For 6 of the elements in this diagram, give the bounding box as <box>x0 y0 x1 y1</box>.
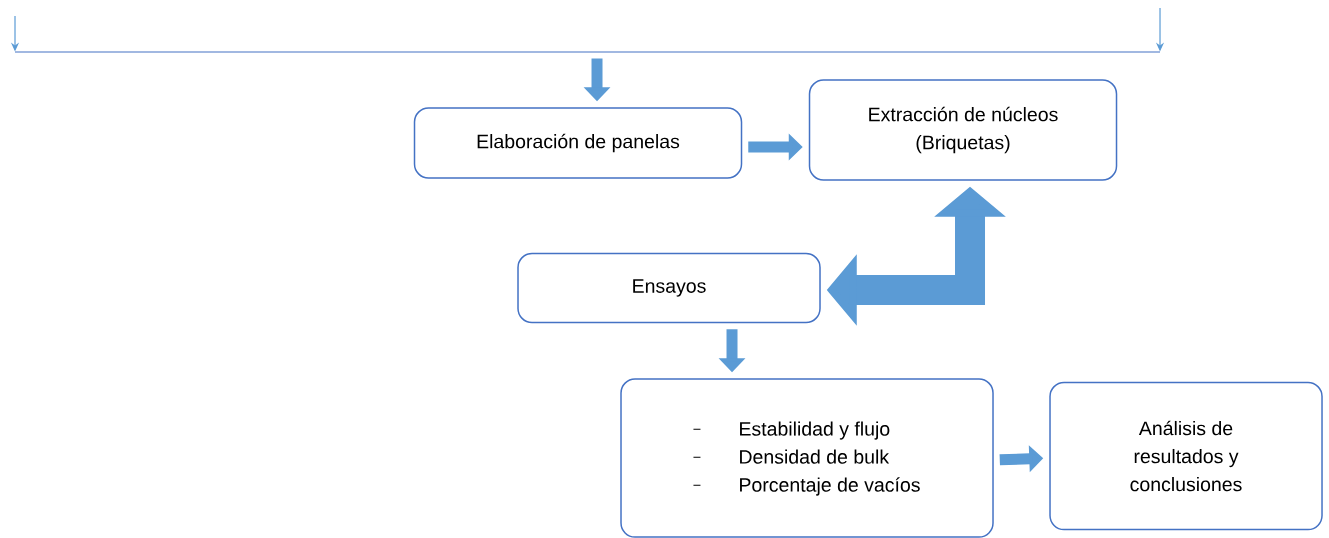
process-box: Estabilidad y flujo Densidad de bulk Porcentaje de vacíos <box>620 378 994 538</box>
process-box: Ensayos <box>517 252 821 324</box>
process-box: Extracción de núcleos (Briquetas) <box>808 79 1118 181</box>
horizontal-line <box>14 51 1161 53</box>
process-box: Análisis de resultados y conclusiones <box>1049 381 1323 531</box>
process-box: Elaboración de panelas <box>413 107 743 179</box>
